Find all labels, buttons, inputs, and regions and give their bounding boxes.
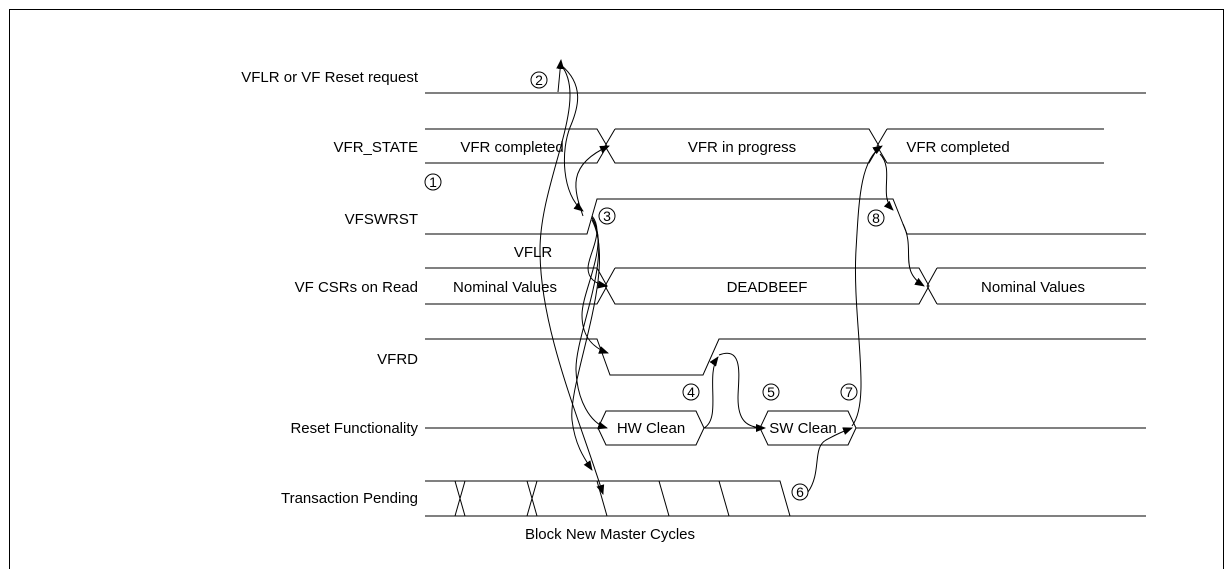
step-marker-2: 2 — [530, 71, 548, 89]
signal-label-transaction-pending: Transaction Pending — [281, 490, 418, 507]
svg-text:6: 6 — [796, 484, 804, 500]
arrow-vfswrst-to-vfrd — [581, 217, 609, 354]
waveform-transaction-pending — [425, 480, 1146, 517]
signal-label-vfr-state: VFR_STATE — [334, 139, 418, 156]
causal-arrows — [539, 59, 925, 495]
svg-text:2: 2 — [535, 72, 543, 88]
waveform-vfrd — [425, 338, 1146, 376]
waveform-vfswrst — [425, 198, 1146, 235]
arrow-vfswrst-to-csrs-nominal — [902, 223, 925, 287]
arrow-vfr-state-to-vfswrst — [879, 153, 894, 211]
svg-text:8: 8 — [872, 210, 880, 226]
step-marker-8: 8 — [867, 209, 885, 227]
vf-csrs-value-nominal-2: Nominal Values — [981, 279, 1085, 296]
step-marker-4: 4 — [682, 383, 700, 401]
arrow-sw-clean-to-vfr-state — [851, 145, 883, 427]
arrow-vfrd-to-sw-clean — [718, 352, 766, 432]
signal-label-reset-functionality: Reset Functionality — [290, 420, 418, 437]
svg-text:4: 4 — [687, 384, 695, 400]
vflr-annotation: VFLR — [514, 244, 553, 261]
signal-label-vflr-request: VFLR or VF Reset request — [241, 69, 419, 86]
step-marker-3: 3 — [598, 207, 616, 225]
arrow-request-to-vfswrst — [560, 64, 584, 212]
step-marker-6: 6 — [791, 483, 809, 501]
step-marker-5: 5 — [762, 383, 780, 401]
step-marker-7: 7 — [840, 383, 858, 401]
request-pulse-arrow — [556, 59, 565, 93]
signal-label-vfswrst: VFSWRST — [345, 211, 418, 228]
vfr-state-value-in-progress: VFR in progress — [688, 139, 796, 156]
vfr-state-value-completed-1: VFR completed — [460, 139, 563, 156]
svg-text:5: 5 — [767, 384, 775, 400]
arrow-vfswrst-to-vfr-state — [575, 145, 610, 217]
step-marker-1: 1 — [424, 173, 442, 191]
svg-text:3: 3 — [603, 208, 611, 224]
diagram-frame — [9, 9, 1224, 569]
svg-text:1: 1 — [429, 174, 437, 190]
arrow-vfswrst-to-transaction-pending — [571, 219, 601, 471]
arrow-transaction-to-sw-clean — [807, 427, 853, 493]
block-new-master-cycles-label: Block New Master Cycles — [525, 526, 695, 543]
svg-text:7: 7 — [845, 384, 853, 400]
arrow-hw-clean-to-vfrd — [703, 356, 719, 429]
hw-clean-label: HW Clean — [617, 420, 685, 437]
vf-csrs-value-nominal-1: Nominal Values — [453, 279, 557, 296]
vfr-state-value-completed-2: VFR completed — [906, 139, 1009, 156]
sw-clean-label: SW Clean — [769, 420, 837, 437]
arrow-request-to-transaction-pending — [539, 64, 605, 495]
signal-label-vfrd: VFRD — [377, 351, 418, 368]
arrow-vfswrst-to-hw-clean — [575, 217, 608, 430]
vf-csrs-value-deadbeef: DEADBEEF — [727, 279, 808, 296]
signal-label-vf-csrs: VF CSRs on Read — [295, 279, 418, 296]
